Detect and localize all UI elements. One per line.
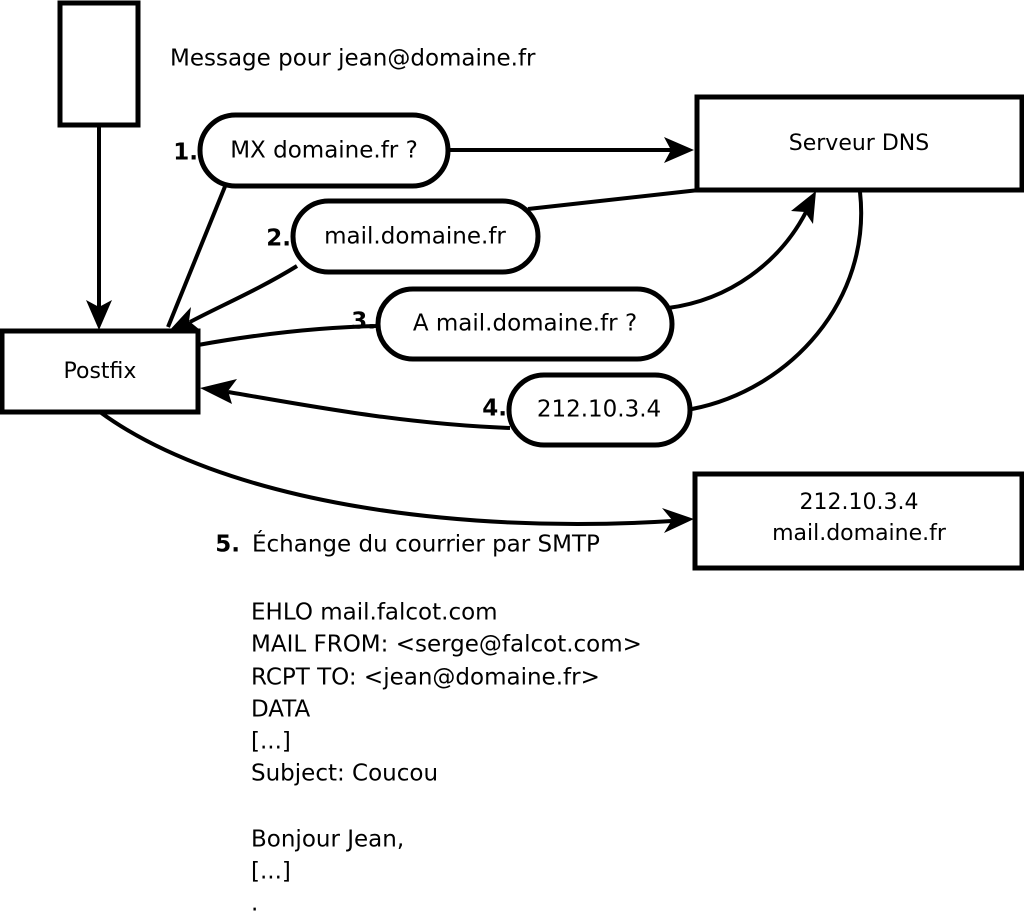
bubble-step3[interactable]: [375, 286, 675, 362]
edge-postfix-to-step3: [197, 324, 379, 347]
bubble-step1-label: MX domaine.fr ?: [230, 138, 418, 164]
edge-dns-to-step2: [527, 188, 700, 211]
bubble-step1[interactable]: [197, 112, 451, 189]
node-remote-mx-line2: mail.domaine.fr: [772, 521, 947, 546]
step5-caption: Échange du courrier par SMTP: [252, 530, 600, 558]
smtp-line-6: Subject: Coucou: [251, 761, 438, 787]
smtp-line-5: [...]: [251, 729, 291, 755]
smtp-line-9: [...]: [251, 859, 291, 885]
smtp-line-1: EHLO mail.falcot.com: [251, 600, 498, 626]
smtp-line-4: DATA: [251, 697, 311, 723]
edge-step1-tail: [166, 183, 228, 328]
arrowhead-step2-to-postfix: [168, 307, 200, 332]
smtp-line-3: RCPT TO: <jean@domaine.fr>: [251, 665, 600, 691]
edge-step4-to-postfix: [227, 390, 511, 430]
bubble-step2-label: mail.domaine.fr: [324, 224, 506, 250]
bubble-step4-label: 212.10.3.4: [537, 397, 661, 423]
step-number-5: 5.: [215, 532, 240, 558]
edge-postfix-to-remote-mx: [98, 410, 673, 526]
step-number-2: 2.: [266, 226, 291, 252]
message-caption: Message pour jean@domaine.fr: [170, 46, 536, 72]
smtp-line-10: .: [251, 891, 258, 917]
smtp-line-8: Bonjour Jean,: [251, 827, 404, 853]
edge-dns-to-step4: [691, 191, 864, 411]
node-remote-mx-line1: 212.10.3.4: [800, 490, 919, 515]
node-remote-mx-box[interactable]: [692, 471, 1024, 571]
node-postfix-box[interactable]: [0, 328, 201, 415]
step-number-3: 3.: [351, 309, 376, 335]
step-number-4: 4.: [482, 396, 507, 422]
smtp-line-2: MAIL FROM: <serge@falcot.com>: [251, 632, 642, 658]
node-mua-box[interactable]: [57, 0, 141, 128]
arrowhead-mua-to-postfix: [86, 300, 112, 330]
arrowhead-postfix-to-remote-mx: [662, 508, 694, 533]
arrowhead-step4-to-postfix: [200, 379, 237, 404]
node-dns-box[interactable]: [694, 94, 1024, 193]
edge-step2-tail-to-postfix: [189, 264, 299, 324]
bubble-step3-label: A mail.domaine.fr ?: [413, 311, 637, 337]
edge-step3-to-dns: [667, 211, 808, 310]
node-dns-label: Serveur DNS: [789, 131, 929, 156]
node-postfix-label: Postfix: [64, 359, 137, 384]
arrowhead-step3-to-dns: [791, 191, 816, 224]
step-number-1: 1.: [173, 140, 198, 166]
bubble-step2[interactable]: [290, 198, 541, 275]
arrowhead-step1-to-dns: [664, 137, 694, 163]
bubble-step4[interactable]: [506, 372, 693, 448]
